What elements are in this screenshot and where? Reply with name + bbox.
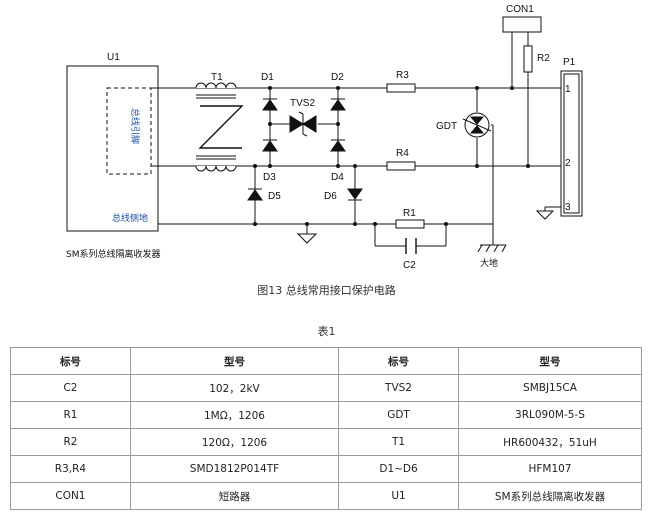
r4-label: R4	[396, 148, 409, 159]
u1-bus-ground-label: 总线侧地	[112, 212, 148, 224]
table-cell: T1	[338, 428, 459, 456]
d6-label: D6	[324, 191, 337, 202]
u1-inner-dashed-box	[106, 87, 152, 175]
table-cell: R3,R4	[10, 455, 131, 483]
con1-jumper	[502, 16, 542, 33]
d2-label: D2	[331, 72, 344, 83]
header-ref-2: 标号	[338, 347, 459, 375]
d3-diode	[262, 140, 278, 152]
t1-label: T1	[211, 72, 223, 83]
table-cell: 1MΩ，1206	[129, 401, 340, 429]
table-row: C2 102，2kV TVS2 SMBJ15CA	[10, 374, 643, 402]
r4-resistor	[386, 161, 416, 171]
table-cell: SMD1812P014TF	[129, 455, 340, 483]
u1-label: U1	[107, 52, 120, 63]
d2-diode	[330, 99, 346, 111]
table-cell: CON1	[10, 482, 131, 510]
p1-label: P1	[563, 57, 576, 68]
table-row: R2 120Ω，1206 T1 HR600432，51uH	[10, 428, 643, 456]
d1-diode	[262, 99, 278, 111]
table-cell: U1	[338, 482, 459, 510]
table-cell: SM系列总线隔离收发器	[457, 482, 643, 510]
u1-box	[66, 65, 159, 232]
tvs2-label: TVS2	[290, 98, 315, 109]
table-cell: GDT	[338, 401, 459, 429]
r3-label: R3	[396, 70, 409, 81]
d5-diode	[247, 189, 263, 201]
c2-label: C2	[403, 260, 416, 271]
earth-label: 大地	[480, 257, 498, 269]
table-header-row: 标号 型号 标号 型号	[10, 347, 643, 375]
header-ref: 标号	[10, 347, 131, 375]
r2-resistor	[523, 45, 533, 73]
table-row: R1 1MΩ，1206 GDT 3RL090M-5-S	[10, 401, 643, 429]
table-cell: 102，2kV	[129, 374, 340, 402]
header-model: 型号	[129, 347, 340, 375]
tvs2-diode	[289, 115, 304, 133]
r2-label: R2	[537, 53, 550, 64]
u1-caption: SM系列总线隔离收发器	[66, 248, 160, 260]
p1-pin-1-label: 1	[565, 84, 571, 95]
t1-z-shape	[198, 105, 244, 149]
t1-coil-bottom	[195, 165, 237, 172]
d6-diode	[347, 188, 363, 200]
table-row: CON1 短路器 U1 SM系列总线隔离收发器	[10, 482, 643, 510]
table-cell: R2	[10, 428, 131, 456]
protection-circuit-diagram: U1 总线引脚 总线侧地 SM系列总线隔离收发器 T1 D1 D2 TVS2 D…	[66, 4, 583, 271]
table-cell: 3RL090M-5-S	[457, 401, 643, 429]
p1-ground-symbol	[535, 210, 555, 220]
table-cell: TVS2	[338, 374, 459, 402]
r1-resistor	[395, 219, 425, 229]
table-cell: 120Ω，1206	[129, 428, 340, 456]
d4-diode	[330, 140, 346, 152]
table-cell: HR600432，51uH	[457, 428, 643, 456]
d3-label: D3	[263, 172, 276, 183]
p1-connector	[560, 70, 583, 217]
d5-label: D5	[268, 191, 281, 202]
p1-pin-3-label: 3	[565, 202, 571, 213]
figure-caption: 图13 总线常用接口保护电路	[257, 284, 396, 297]
table-cell: SMBJ15CA	[457, 374, 643, 402]
table-row: R3,R4 SMD1812P014TF D1~D6 HFM107	[10, 455, 643, 483]
u1-bus-pin-label: 总线引脚	[129, 108, 141, 144]
header-model-2: 型号	[457, 347, 643, 375]
component-table: 标号 型号 标号 型号 C2 102，2kV TVS2 SMBJ15CA R1 …	[10, 347, 643, 510]
ground-symbol	[296, 233, 318, 244]
d4-label: D4	[331, 172, 344, 183]
d1-label: D1	[261, 72, 274, 83]
r3-resistor	[386, 83, 416, 93]
table-cell: 短路器	[129, 482, 340, 510]
table-cell: HFM107	[457, 455, 643, 483]
p1-pin-2-label: 2	[565, 158, 571, 169]
table-cell: C2	[10, 374, 131, 402]
table-cell: R1	[10, 401, 131, 429]
r1-label: R1	[403, 208, 416, 219]
t1-coil-top	[195, 82, 237, 89]
gdt-label: GDT	[436, 121, 457, 132]
con1-label: CON1	[506, 4, 534, 15]
table-cell: D1~D6	[338, 455, 459, 483]
table-caption: 表1	[317, 325, 336, 338]
